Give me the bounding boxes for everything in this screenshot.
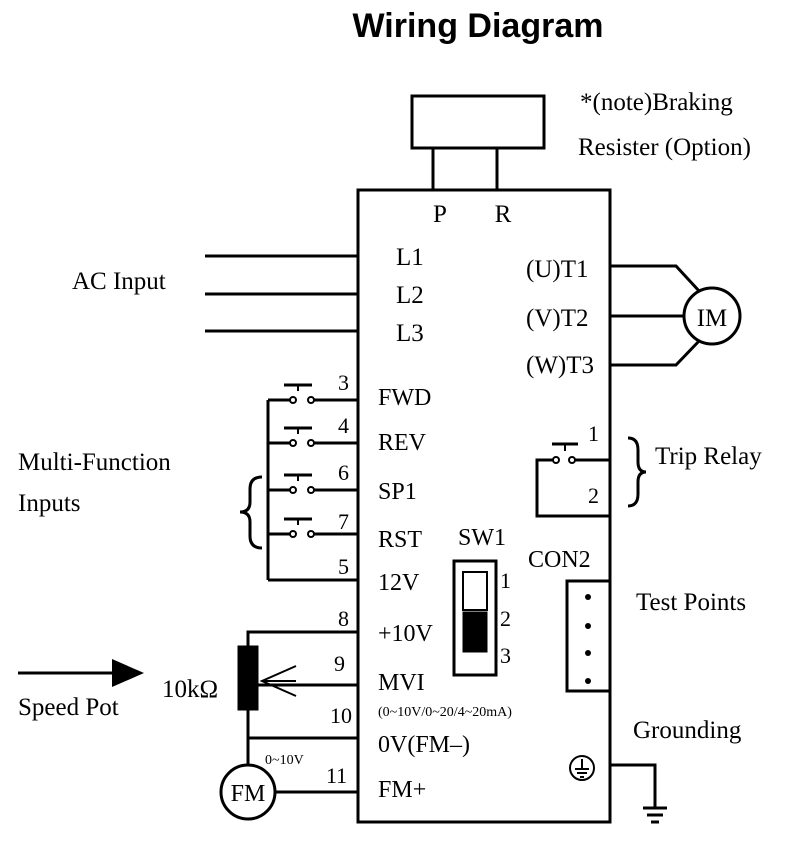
rev-number: 4: [338, 413, 349, 438]
terminal-rst: RST: [378, 527, 422, 553]
sw1-body: [452, 559, 498, 677]
terminal-mvi: MVI: [378, 670, 425, 696]
wire-t1: [610, 264, 702, 294]
sw1-label: SW1: [458, 525, 506, 551]
terminal-0v: 0V(FM–): [378, 732, 470, 758]
mvi-number: 9: [334, 651, 345, 676]
ac-input-label: AC Input: [72, 268, 166, 295]
braking-note-line1: *(note)Braking: [580, 89, 733, 116]
fmp-number: 11: [326, 763, 347, 788]
sw1-pos2: 2: [500, 606, 511, 631]
ground-symbol-external: [643, 806, 667, 824]
braking-resistor: [410, 94, 546, 150]
terminal-rev: REV: [378, 430, 427, 456]
terminal-10v: +10V: [378, 621, 434, 647]
wire-10v: [246, 630, 358, 646]
trip-relay-contact: [535, 442, 610, 518]
fm-range: 0~10V: [265, 753, 304, 768]
pot-value-label: 10kΩ: [162, 676, 218, 703]
switch-rst: [268, 517, 358, 538]
sw1-slot-upper: [462, 571, 488, 611]
inputs-bracket: [239, 475, 263, 550]
rst-number: 7: [338, 509, 349, 534]
terminal-l3: L3: [396, 320, 424, 347]
terminal-t3: (W)T3: [526, 352, 594, 379]
test-point-3: [585, 650, 591, 656]
speed-pot-resistor: [237, 645, 259, 711]
con2-label: CON2: [528, 547, 591, 573]
switch-rev: [268, 426, 358, 447]
wire-ground: [610, 763, 657, 808]
con2-connector: [565, 579, 612, 693]
test-points-label: Test Points: [636, 589, 746, 616]
terminal-l2: L2: [396, 282, 424, 309]
trip-relay-brace: [627, 436, 647, 508]
speed-pot-arrow-head: [112, 659, 144, 687]
motor-circle: [682, 286, 742, 346]
terminal-fwd: FWD: [378, 385, 431, 411]
trip-relay-num1: 1: [588, 421, 599, 446]
test-point-2: [585, 623, 591, 629]
sp1-number: 6: [338, 460, 349, 485]
mvi-range: (0~10V/0~20/4~20mA): [378, 705, 512, 720]
terminal-12v: 12V: [378, 570, 420, 596]
multi-function-label-2: Inputs: [18, 490, 81, 517]
ground-symbol-internal: [569, 755, 595, 781]
sw1-pos1: 1: [500, 568, 511, 593]
switch-fwd: [268, 383, 358, 404]
terminal-r: R: [495, 201, 512, 228]
multi-function-label-1: Multi-Function: [18, 449, 171, 476]
terminal-p: P: [433, 201, 447, 228]
braking-note-line2: Resister (Option): [578, 134, 751, 161]
terminal-t2: (V)T2: [526, 305, 588, 332]
terminal-l1: L1: [396, 244, 424, 271]
v12-number: 5: [338, 554, 349, 579]
sw1-slider: [462, 611, 488, 653]
terminal-sp1: SP1: [378, 479, 417, 505]
ov-number: 10: [330, 703, 352, 728]
switch-sp1: [268, 473, 358, 494]
trip-relay-num2: 2: [588, 483, 599, 508]
fm-label: FM: [231, 781, 266, 807]
sw1-pos3: 3: [500, 643, 511, 668]
terminal-t1: (U)T1: [526, 256, 588, 283]
v10-number: 8: [338, 606, 349, 631]
speed-pot-label: Speed Pot: [18, 694, 119, 721]
motor-label: IM: [697, 305, 728, 332]
grounding-label: Grounding: [633, 717, 742, 744]
terminal-fm-plus: FM+: [378, 777, 426, 803]
wire-t3: [610, 338, 702, 367]
trip-relay-label: Trip Relay: [655, 443, 762, 470]
fwd-number: 3: [338, 370, 349, 395]
page-title: Wiring Diagram: [353, 7, 604, 45]
test-point-4: [585, 678, 591, 684]
drive-box: [356, 188, 612, 824]
test-point-1: [585, 594, 591, 600]
